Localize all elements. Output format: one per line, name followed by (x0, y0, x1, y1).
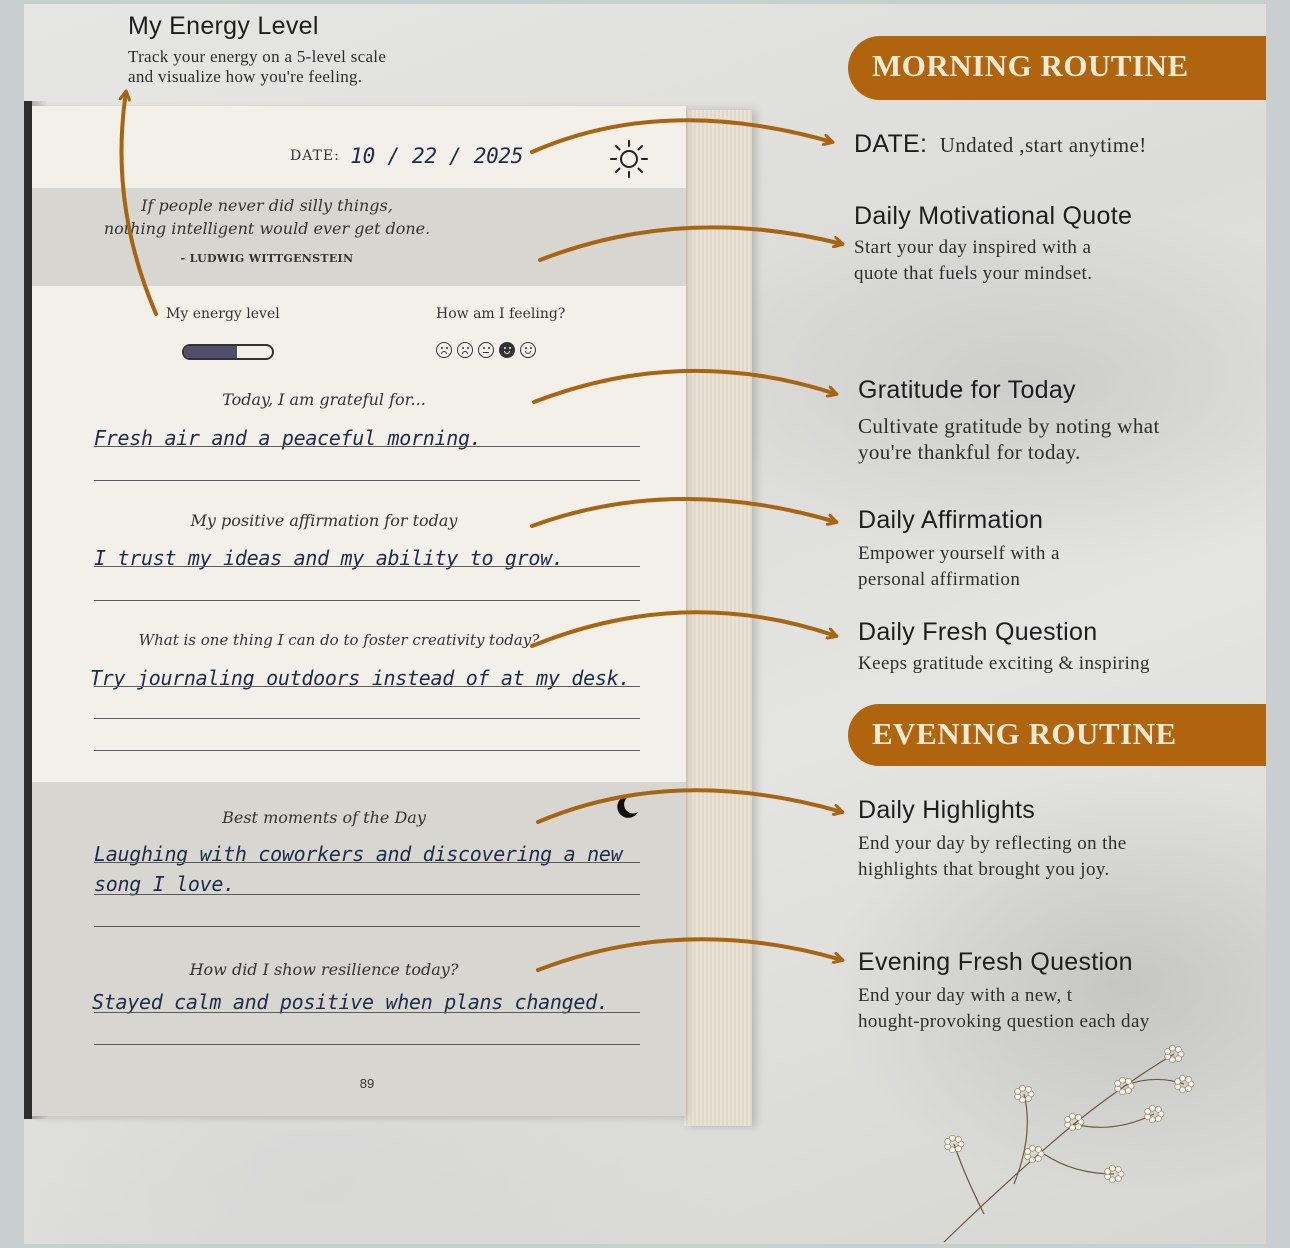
callout-fresh-question-title: Daily Fresh Question (858, 618, 1098, 646)
callout-date: DATE: Undated ,start anytime! (854, 130, 1147, 159)
answer-line (94, 600, 640, 601)
callout-affirmation-line1: Empower yourself with a (858, 543, 1060, 564)
callout-highlights-line2: highlights that brought you joy. (858, 859, 1110, 880)
energy-note-line1: Track your energy on a 5-level scale (128, 47, 387, 66)
arrow-icon (536, 937, 842, 972)
callout-gratitude-line2: you're thankful for today. (858, 440, 1081, 464)
sad-face-icon[interactable] (436, 342, 452, 358)
answer-line (94, 926, 640, 927)
arrow-icon (530, 118, 832, 154)
answer-line (94, 718, 640, 719)
callout-evening-question-line2: hought-provoking question each day (858, 1011, 1150, 1032)
callout-arrows (24, 4, 1266, 972)
callout-evening-question: Evening Fresh Question End your day with… (858, 948, 1150, 1035)
energy-meter-fill (184, 346, 237, 358)
book-page-edges (684, 110, 752, 1126)
moon-icon (617, 795, 638, 818)
energy-note-line2: and visualize how you're feeling. (128, 67, 363, 86)
callout-fresh-question: Daily Fresh Question Keeps gratitude exc… (858, 618, 1150, 677)
quote: If people never did silly things, nothin… (32, 194, 502, 240)
callout-date-title: DATE: (854, 130, 928, 158)
date-label: DATE: (290, 148, 340, 164)
energy-note-title: My Energy Level (128, 12, 319, 40)
callout-affirmation: Daily Affirmation Empower yourself with … (858, 506, 1060, 593)
evening-band (32, 782, 686, 1116)
energy-meter[interactable] (182, 344, 274, 360)
callout-highlights-title: Daily Highlights (858, 796, 1036, 824)
neutral-face-icon[interactable] (478, 342, 494, 358)
sun-icon (610, 140, 648, 178)
evening-routine-label: EVENING ROUTINE (872, 716, 1177, 751)
arrow-icon (121, 92, 158, 316)
callout-affirmation-line2: personal affirmation (858, 569, 1021, 590)
morning-routine-label: MORNING ROUTINE (872, 48, 1189, 83)
answer-line (94, 750, 640, 751)
callout-highlights: Daily Highlights End your day by reflect… (858, 796, 1127, 883)
infographic: My Energy Level Track your energy on a 5… (24, 4, 1266, 1244)
prompt-gratitude: Today, I am grateful for... (222, 390, 426, 409)
answer-line (94, 446, 640, 447)
callout-date-body: Undated ,start anytime! (939, 133, 1147, 157)
arrow-icon (530, 610, 836, 648)
prompt-best-moments: Best moments of the Day (222, 808, 426, 827)
callout-affirmation-title: Daily Affirmation (858, 506, 1044, 534)
date-value: 10 / 22 / 2025 (350, 144, 524, 168)
quote-line2: nothing intelligent would ever get done. (103, 219, 431, 238)
prompt-affirmation: My positive affirmation for today (190, 511, 458, 530)
answer-resilience[interactable]: Stayed calm and positive when plans chan… (92, 990, 609, 1014)
feeling-selector (436, 342, 541, 363)
evening-routine-banner: EVENING ROUTINE (848, 704, 1266, 766)
callout-quote: Daily Motivational Quote Start your day … (854, 202, 1132, 287)
answer-line (94, 686, 640, 687)
flowers-decoration (943, 1044, 1195, 1243)
date-row: DATE: 10 / 22 / 2025 (290, 144, 523, 168)
prompt-creativity: What is one thing I can do to foster cre… (138, 631, 540, 649)
book-cover (24, 101, 32, 1119)
arrow-icon (530, 497, 836, 528)
answer-line (94, 862, 640, 863)
arrow-icon (532, 368, 836, 404)
callout-gratitude-title: Gratitude for Today (858, 376, 1076, 404)
answer-line (94, 1012, 640, 1013)
callout-quote-line1: Start your day inspired with a (854, 237, 1092, 258)
answer-line (94, 1044, 640, 1045)
callout-evening-question-title: Evening Fresh Question (858, 948, 1133, 976)
callout-highlights-line1: End your day by reflecting on the (858, 833, 1127, 854)
answer-best-moments-line2[interactable]: song I love. (94, 872, 235, 896)
crying-face-icon[interactable] (457, 342, 473, 358)
callout-gratitude-line1: Cultivate gratitude by noting what (858, 414, 1160, 438)
quote-author: - LUDWIG WITTGENSTEIN (180, 252, 354, 265)
callout-evening-question-line1: End your day with a new, t (858, 985, 1073, 1006)
feeling-label: How am I feeling? (436, 306, 566, 322)
arrow-icon (536, 788, 842, 824)
energy-label: My energy level (166, 306, 280, 322)
energy-note: My Energy Level Track your energy on a 5… (128, 12, 386, 87)
prompt-resilience: How did I show resilience today? (189, 960, 459, 979)
callout-quote-line2: quote that fuels your mindset. (854, 263, 1093, 284)
page-number: 89 (359, 1076, 375, 1091)
answer-line (94, 894, 640, 895)
quote-line1: If people never did silly things, (141, 196, 393, 215)
answer-line (94, 566, 640, 567)
arrow-icon (538, 225, 842, 262)
smile-face-icon[interactable] (499, 342, 515, 358)
morning-routine-banner: MORNING ROUTINE (848, 36, 1266, 100)
callout-gratitude: Gratitude for Today Cultivate gratitude … (858, 376, 1160, 465)
callout-fresh-question-line1: Keeps gratitude exciting & inspiring (858, 653, 1150, 674)
happy-face-icon[interactable] (520, 342, 536, 358)
callout-quote-title: Daily Motivational Quote (854, 202, 1133, 230)
answer-line (94, 480, 640, 481)
